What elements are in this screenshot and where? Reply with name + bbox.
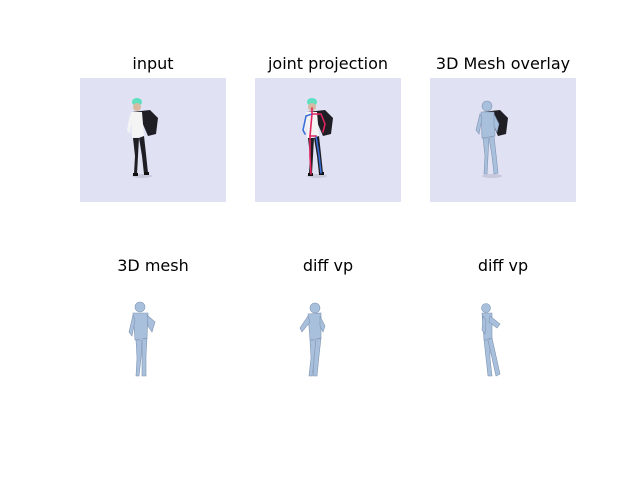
mesh-overlay-image xyxy=(430,78,576,202)
panel-title: diff vp xyxy=(302,256,354,275)
joint-projection-panel: joint projection xyxy=(255,54,401,204)
mesh-render-side-left xyxy=(255,280,401,404)
mesh-panel: 3D mesh xyxy=(80,256,226,406)
diff-vp-panel-1: diff vp xyxy=(255,256,401,406)
panel-title: diff vp xyxy=(477,256,529,275)
mesh-render xyxy=(80,280,226,404)
panel-title: 3D Mesh overlay xyxy=(435,54,571,73)
panel-title: 3D mesh xyxy=(117,256,189,275)
panel-title: joint projection xyxy=(267,54,389,73)
joint-projection-image xyxy=(255,78,401,202)
mesh-overlay-panel: 3D Mesh overlay xyxy=(430,54,576,204)
mesh-render-side-right xyxy=(430,280,576,404)
diff-vp-panel-2: diff vp xyxy=(430,256,576,406)
input-image xyxy=(80,78,226,202)
input-panel: input xyxy=(80,54,226,204)
panel-title: input xyxy=(132,54,174,73)
